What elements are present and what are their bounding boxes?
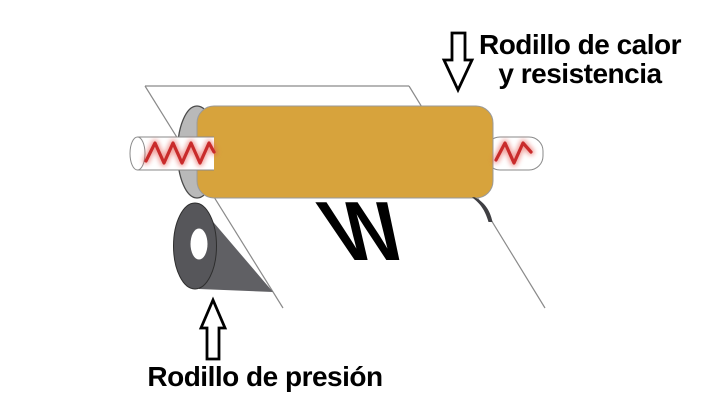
heater-axle-left-end — [129, 136, 146, 171]
up-arrow-icon — [198, 296, 228, 361]
heat-roller-label-line2: y resistencia — [498, 58, 662, 89]
heater-coil-right — [492, 139, 535, 167]
roller-shadow — [472, 197, 493, 222]
heat-roller-label: Rodillo de calor y resistencia — [470, 30, 690, 88]
heater-coil-left-icon — [144, 141, 216, 165]
heater-axle-left-outline — [137, 136, 214, 171]
pressure-roller-body — [197, 203, 273, 292]
pressure-roller-axle-hole — [190, 228, 208, 260]
down-arrow-icon — [441, 31, 475, 94]
heater-axle-left — [129, 136, 218, 171]
heat-roller — [176, 105, 494, 199]
pressure-roller-label-text: Rodillo de presión — [147, 361, 383, 392]
heater-coil-right-icon — [494, 141, 533, 165]
pressure-roller-label: Rodillo de presión — [140, 362, 390, 391]
pressure-roller — [173, 202, 273, 292]
heat-roller-label-line1: Rodillo de calor — [478, 29, 682, 60]
